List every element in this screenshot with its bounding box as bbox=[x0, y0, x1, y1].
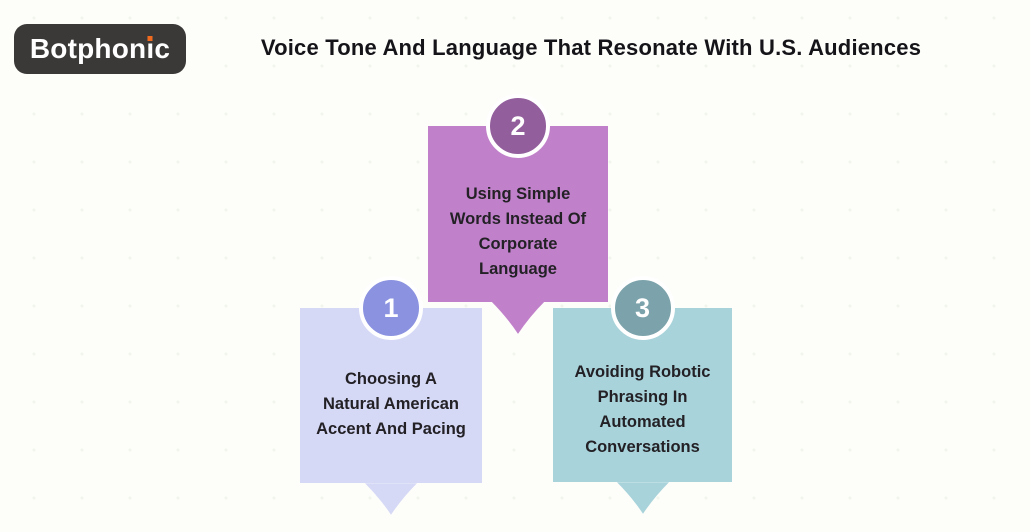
step-2-number-badge: 2 bbox=[486, 94, 550, 158]
step-1-number: 1 bbox=[383, 292, 399, 323]
card-2-pointer-tail bbox=[491, 301, 545, 334]
step-3-number: 3 bbox=[634, 292, 651, 323]
step-card-3: 3 Avoiding Robotic Phrasing In Automated… bbox=[553, 276, 732, 514]
logo-text-pre: Botphon bbox=[29, 33, 147, 64]
logo-wordmark: Botphonıc bbox=[30, 35, 170, 63]
step-2-number: 2 bbox=[510, 110, 526, 141]
step-1-text: Choosing A Natural American Accent And P… bbox=[316, 370, 466, 438]
step-card-1: 1 Choosing A Natural American Accent And… bbox=[300, 276, 482, 515]
page-title: Voice Tone And Language That Resonate Wi… bbox=[260, 35, 922, 60]
step-1-number-badge: 1 bbox=[359, 276, 423, 340]
step-2-text: Using Simple Words Instead Of Corporate … bbox=[449, 185, 587, 278]
step-3-text: Avoiding Robotic Phrasing In Automated C… bbox=[574, 363, 711, 456]
step-3-number-badge: 3 bbox=[610, 276, 675, 340]
card-3-pointer-tail bbox=[616, 482, 669, 514]
card-1-pointer-tail bbox=[365, 483, 417, 515]
logo-text-post: c bbox=[154, 33, 171, 64]
botphonic-logo: Botphonıc bbox=[14, 24, 186, 74]
logo-orange-dot-i: ı bbox=[146, 33, 155, 64]
step-card-2: 2 Using Simple Words Instead Of Corporat… bbox=[428, 94, 608, 334]
